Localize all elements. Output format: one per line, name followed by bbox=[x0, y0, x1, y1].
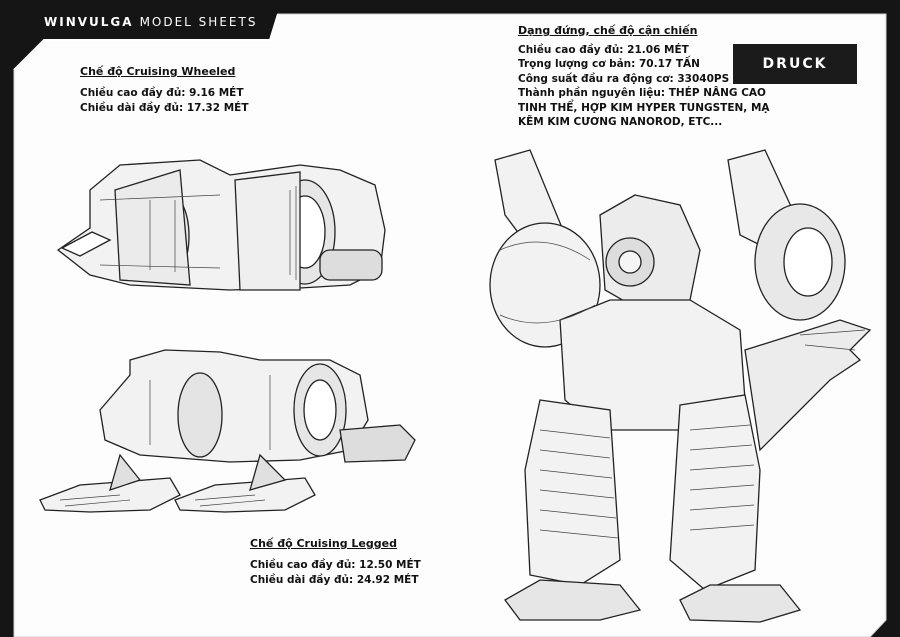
wheeled-height: Chiều cao đầy đủ: 9.16 MÉT bbox=[80, 87, 244, 99]
legged-specs: Chế độ Cruising Legged Chiều cao đầy đủ:… bbox=[250, 536, 421, 588]
standing-line-3: Công suất đầu ra động cơ: 33040PS bbox=[518, 72, 730, 85]
standing-line-2: Trọng lượng cơ bản: 70.17 TẤN bbox=[518, 58, 700, 70]
standing-title: Dạng đứng, chế độ cận chiến bbox=[518, 24, 698, 37]
standing-line-6: KẼM KIM CƯƠNG NANOROD, ETC... bbox=[518, 116, 723, 128]
wheeled-length: Chiều dài đầy đủ: 17.32 MÉT bbox=[80, 102, 249, 114]
header-subtitle: MODEL SHEETS bbox=[139, 15, 258, 29]
wheeled-specs: Chế độ Cruising Wheeled Chiều cao đầy đủ… bbox=[80, 64, 249, 116]
legged-length: Chiều dài đầy đủ: 24.92 MÉT bbox=[250, 574, 419, 586]
standing-line-4: Thành phần nguyên liệu: THÉP NÂNG CAO bbox=[518, 87, 766, 99]
standing-line-1: Chiều cao đầy đủ: 21.06 MÉT bbox=[518, 43, 689, 56]
wheeled-title: Chế độ Cruising Wheeled bbox=[80, 65, 236, 78]
brand-name: WINVULGA bbox=[44, 15, 134, 29]
legged-height: Chiều cao đầy đủ: 12.50 MÉT bbox=[250, 559, 421, 571]
model-badge: DRUCK bbox=[733, 44, 857, 84]
legged-title: Chế độ Cruising Legged bbox=[250, 537, 397, 550]
standing-line-5: TINH THỂ, HỢP KIM HYPER TUNGSTEN, MẠ bbox=[518, 101, 770, 114]
standing-specs: Dạng đứng, chế độ cận chiến Chiều cao đầ… bbox=[518, 24, 770, 130]
sheet-header: WINVULGA MODEL SHEETS bbox=[44, 15, 257, 29]
